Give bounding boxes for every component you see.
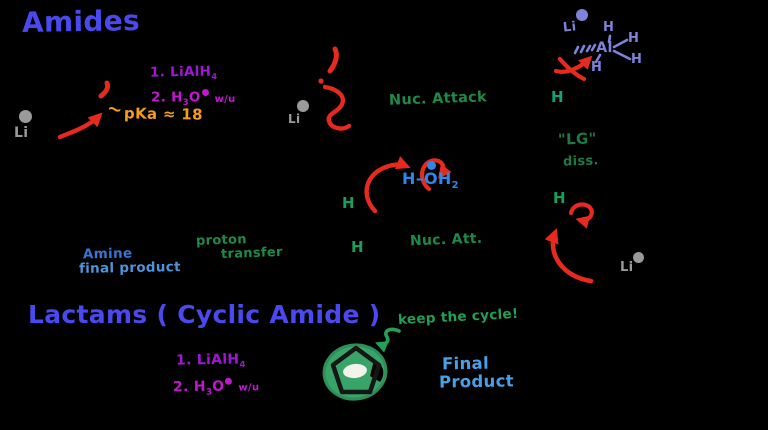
lialh4-subscript: 4: [211, 71, 218, 82]
workup-text: w/u: [238, 381, 260, 394]
nuc-att-label: Nuc. Att.: [409, 230, 483, 250]
bond-al-h-lower-right: [612, 49, 632, 61]
cyclopentane-ring: [330, 345, 382, 395]
alh4-h-bottom: H: [591, 60, 603, 75]
curved-arrow-right-big: [544, 228, 594, 284]
bond-al-h-bottom: [594, 53, 602, 64]
h3o-prefix: 2. H: [151, 89, 183, 106]
lactams-title: Lactams ( Cyclic Amide ): [28, 300, 381, 329]
plus-charge-icon: [633, 252, 644, 263]
plus-charge-icon: [297, 100, 309, 112]
alh4-h-top: H: [603, 20, 615, 35]
water-subscript: 2: [451, 180, 459, 192]
h3o-prefix: 2. H: [172, 378, 206, 396]
bond-al-h-upper-right: [612, 38, 629, 49]
plus-charge-icon: [19, 110, 32, 123]
h3o-oxygen: O: [188, 89, 201, 106]
pka-label: pKa ≈ 18: [123, 104, 203, 124]
lg-quote-label: "LG": [557, 129, 597, 149]
h-atom-label-mid-2: H: [351, 238, 364, 256]
curved-arrow-center-big: [364, 156, 411, 214]
water-h-right: H: [437, 169, 452, 188]
lactam-ring-highlight: [322, 343, 388, 401]
bond-al-h-top: [607, 34, 612, 44]
plus-charge-icon: [225, 377, 233, 385]
keep-cycle-arrow: [375, 327, 401, 353]
curved-arrow-panel2: [322, 84, 352, 131]
hydronium-structure: H–OH2: [402, 161, 459, 192]
curved-arrow-alh4-cross: [557, 56, 587, 82]
proton-transfer-line2: transfer: [220, 244, 283, 263]
h-atom-label-top-right: H: [551, 88, 564, 106]
plus-charge-icon: [576, 9, 588, 21]
li-counterion-1: Li: [14, 125, 29, 141]
water-h-left: H: [402, 169, 416, 188]
water-oxygen-wrap: O: [424, 161, 438, 188]
workup-text: w/u: [214, 93, 236, 105]
lg-diss-label: diss.: [562, 153, 599, 170]
lialh4-subscript: 4: [239, 360, 246, 371]
water-oxygen: O: [424, 169, 438, 188]
hash-bond-2: [579, 44, 586, 54]
final-product-line1: Final: [441, 353, 490, 374]
electron-stroke-panel1: [98, 80, 111, 99]
hash-bond-3: [585, 44, 592, 53]
h3o-oxygen: O: [212, 378, 225, 395]
lialh4-text: 1. LiAlH: [175, 351, 240, 369]
li-counterion-2: Li: [288, 112, 301, 126]
amides-title: Amides: [21, 3, 141, 40]
reagent-step1-bottom: 1. LiAlH4: [176, 352, 246, 371]
alh4-bonds: [573, 34, 632, 64]
hash-bond-1: [573, 45, 580, 55]
alh4-h-lower-right: H: [631, 52, 643, 67]
nuc-attack-label: Nuc. Attack: [388, 89, 488, 109]
h-atom-label-right: H: [553, 189, 566, 207]
electron-dot-panel2: [318, 78, 324, 84]
plus-charge-icon: [427, 161, 437, 170]
plus-charge-icon: [201, 89, 209, 96]
alh4-al-label: Al: [596, 40, 613, 56]
reagent-step1-top: 1. LiAlH4: [149, 63, 218, 82]
h3o-subscript: 3: [182, 97, 189, 108]
curved-arrow-right-loop: [568, 202, 594, 229]
h-atom-label-mid-1: H: [342, 194, 355, 212]
alh4-h-upper-right: H: [628, 31, 640, 46]
water-bond: –: [415, 169, 425, 188]
final-product-line2: Product: [438, 371, 515, 392]
final-product-label-left: final product: [78, 259, 181, 277]
curved-arrow-panel1: [57, 112, 103, 140]
alh4-li-label: Li: [562, 19, 578, 36]
hash-bond-4: [590, 43, 597, 52]
electron-stroke-panel2: [327, 46, 339, 74]
ring-center-highlight: [343, 363, 367, 379]
li-counterion-3: Li: [620, 260, 634, 275]
lialh4-text: 1. LiAlH: [149, 63, 212, 81]
